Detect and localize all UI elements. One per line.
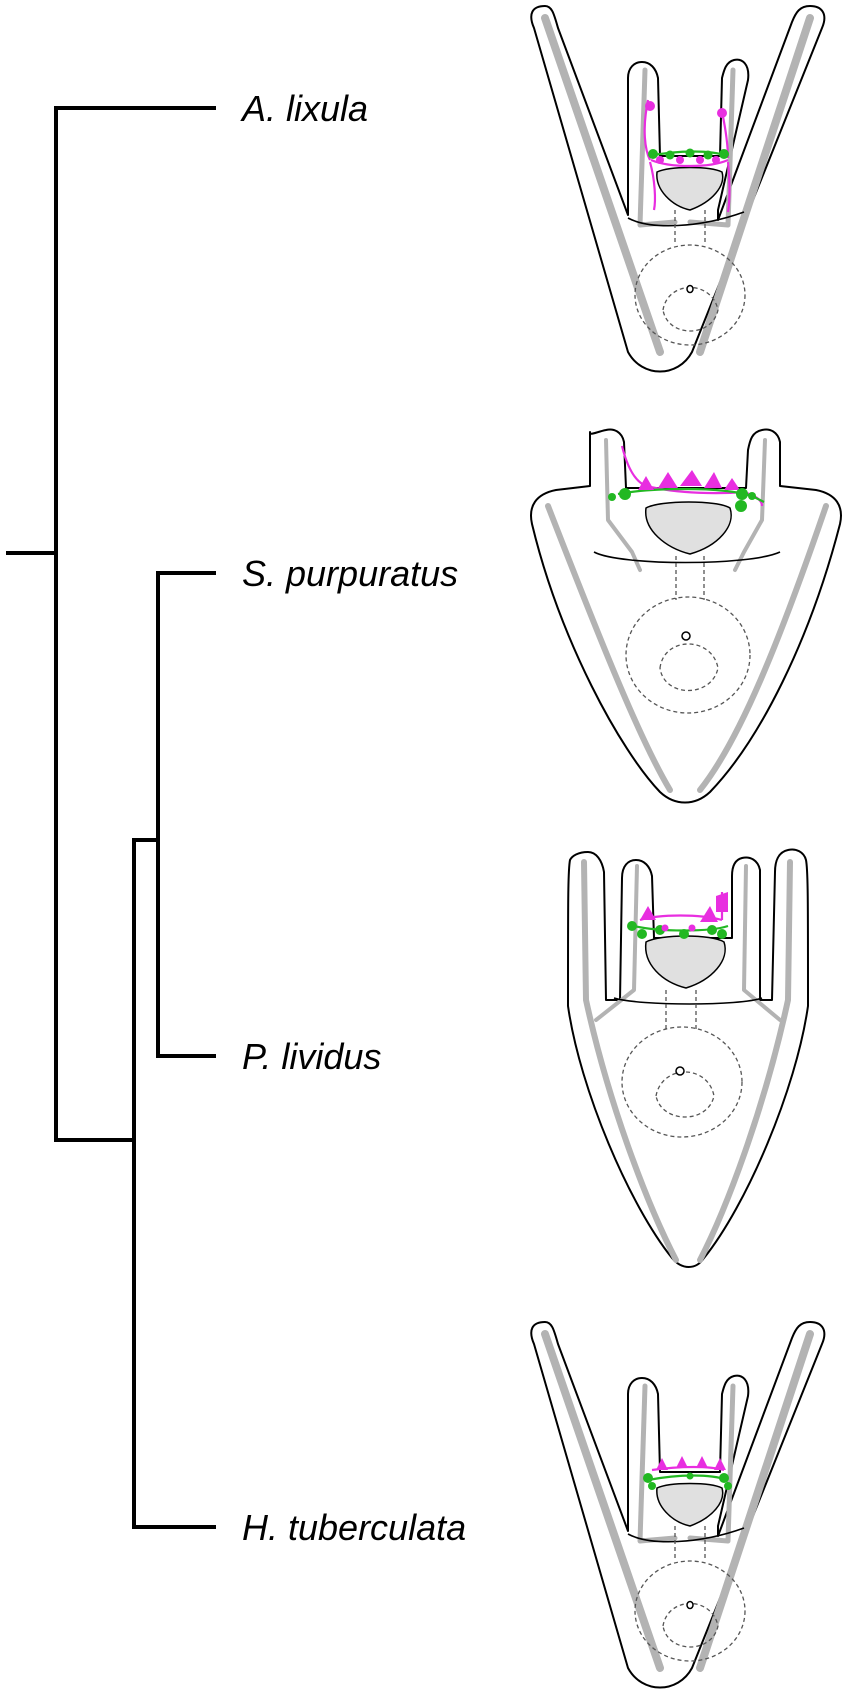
oral-hood-edge xyxy=(627,211,745,227)
larva-diagram-h-tuberculata xyxy=(530,1321,826,1689)
mouth xyxy=(656,1482,724,1527)
phylogenetic-tree xyxy=(6,106,216,1529)
taxon-label-p-lividus: P. lividus xyxy=(242,1036,381,1077)
anterolateral-rod-right xyxy=(742,864,782,1022)
taxon-label-a-lixula: A. lixula xyxy=(240,88,368,129)
postoral-rod-left xyxy=(541,14,664,356)
intestine xyxy=(662,1603,719,1648)
anterolateral-rod-left xyxy=(637,1383,678,1544)
oral-hood-edge xyxy=(593,551,781,564)
anterolateral-rod-right xyxy=(733,438,767,572)
anus xyxy=(681,631,691,641)
ciliary-band-neurons xyxy=(627,892,729,939)
larva-body-outline xyxy=(567,848,809,1268)
postoral-rod-right xyxy=(696,1330,814,1672)
postoral-rod-right xyxy=(696,14,814,356)
stomach xyxy=(621,1026,743,1138)
ciliary-band-neurons xyxy=(643,99,731,213)
anus xyxy=(686,1600,694,1610)
larva-diagram-p-lividus xyxy=(567,848,809,1268)
larva-diagram-a-lixula xyxy=(530,5,826,373)
taxon-label-h-tuberculata: H. tuberculata xyxy=(242,1507,466,1548)
intestine xyxy=(662,287,719,332)
postoral-rod-left xyxy=(581,859,679,1263)
anterolateral-rod-left xyxy=(594,864,639,1022)
anus xyxy=(675,1066,685,1076)
taxon-label-s-purpuratus: S. purpuratus xyxy=(242,553,458,594)
stomach xyxy=(625,596,751,714)
larva-diagram-s-purpuratus xyxy=(530,428,842,804)
ciliary-band-neurons xyxy=(643,1456,732,1490)
mouth xyxy=(645,501,732,555)
esophagus xyxy=(674,210,706,245)
postoral-rod-left xyxy=(541,1330,664,1672)
stomach xyxy=(634,244,746,346)
esophagus xyxy=(674,1526,706,1561)
anus xyxy=(686,284,694,294)
anterolateral-rod-left xyxy=(637,67,678,228)
ciliary-band-neurons xyxy=(608,445,765,512)
mouth xyxy=(656,166,724,211)
esophagus xyxy=(675,556,705,600)
oral-hood-edge xyxy=(613,997,763,1005)
stomach xyxy=(634,1560,746,1662)
postoral-rod-right xyxy=(697,503,829,793)
postoral-rod-right xyxy=(697,859,793,1263)
oral-hood-edge xyxy=(627,1527,745,1543)
intestine xyxy=(655,1071,715,1118)
postoral-rod-left xyxy=(545,503,673,793)
